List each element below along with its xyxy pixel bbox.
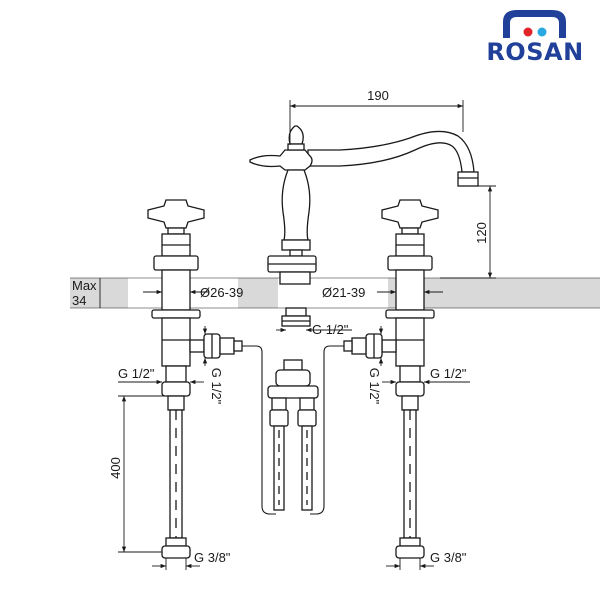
dim-spout-height: 120 bbox=[474, 222, 489, 244]
dim-hole-left: Ø26-39 bbox=[200, 285, 243, 300]
dim-deck-max-label: Max bbox=[72, 278, 97, 293]
dimension-lines bbox=[99, 100, 496, 570]
hose-loops bbox=[242, 345, 344, 515]
rosan-logo-mark-icon bbox=[503, 10, 566, 38]
dim-inlet-left-vertical: G 1/2" bbox=[209, 368, 224, 405]
dim-spout-reach: 190 bbox=[367, 88, 389, 103]
dim-hose-thread-left: G 3/8" bbox=[194, 550, 231, 565]
dim-inlet-right-horizontal: G 1/2" bbox=[430, 366, 467, 381]
center-connector bbox=[267, 359, 319, 511]
dim-hose-length: 400 bbox=[108, 457, 123, 479]
dim-deck-thickness: 34 bbox=[72, 293, 86, 308]
deck-counter bbox=[70, 277, 600, 309]
dim-inlet-left-horizontal: G 1/2" bbox=[118, 366, 155, 381]
left-valve bbox=[147, 199, 243, 367]
left-valve-hose bbox=[161, 365, 191, 559]
dim-inlet-right-vertical: G 1/2" bbox=[367, 368, 382, 405]
spout-assembly bbox=[249, 125, 479, 327]
dim-hole-right: Ø21-39 bbox=[322, 285, 365, 300]
right-valve bbox=[343, 199, 439, 367]
dim-outlet-thread: G 1/2" bbox=[312, 322, 349, 337]
dim-hose-thread-right: G 3/8" bbox=[430, 550, 467, 565]
rosan-logo: ROSAN bbox=[486, 10, 583, 66]
brand-name: ROSAN bbox=[486, 38, 583, 66]
right-valve-hose bbox=[395, 365, 425, 559]
